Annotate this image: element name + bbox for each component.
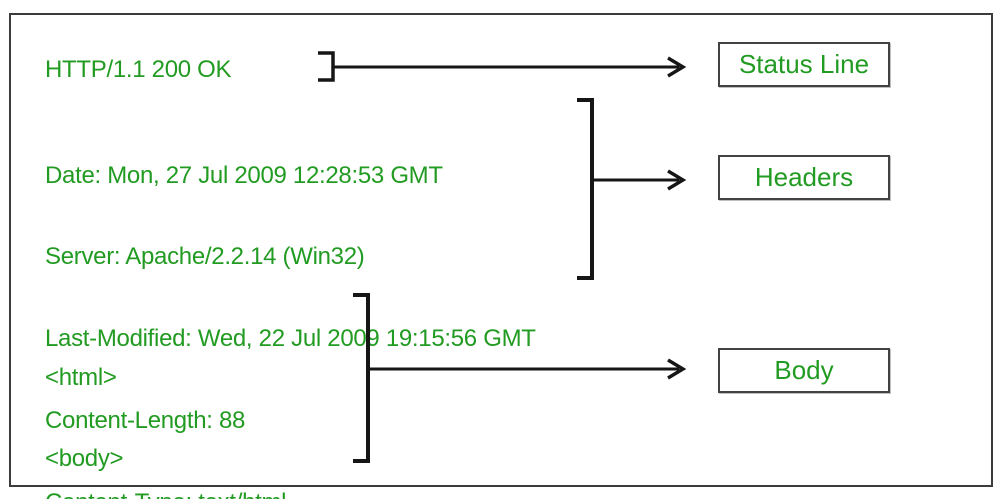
header-line-content-length: Content-Length: 88	[45, 407, 246, 435]
body-text-block: <html> <body> <h1>Hello, World!</h1> </b…	[45, 309, 291, 499]
body-label: Body	[774, 355, 834, 385]
headers-label: Headers	[754, 162, 854, 192]
header-line-content-type: Content-Type: text/html	[45, 489, 536, 499]
header-line-last-modified: Last-Modified: Wed, 22 Jul 2009 19:15:56…	[45, 325, 536, 353]
header-line-server: Server: Apache/2.2.14 (Win32)	[45, 243, 365, 271]
header-line-date: Date: Mon, 27 Jul 2009 12:28:53 GMT	[45, 161, 443, 189]
body-label-box: Body	[718, 348, 890, 393]
status-line-label-box: Status Line	[718, 42, 890, 87]
status-line-text: HTTP/1.1 200 OK	[45, 56, 232, 83]
body-line-body-open: <body>	[45, 445, 124, 473]
headers-text-block: Date: Mon, 27 Jul 2009 12:28:53 GMT Serv…	[45, 107, 536, 499]
outer-border-frame	[9, 13, 993, 487]
status-line-label: Status Line	[738, 49, 870, 79]
body-line-html-open: <html>	[45, 363, 117, 391]
headers-label-box: Headers	[718, 155, 890, 200]
